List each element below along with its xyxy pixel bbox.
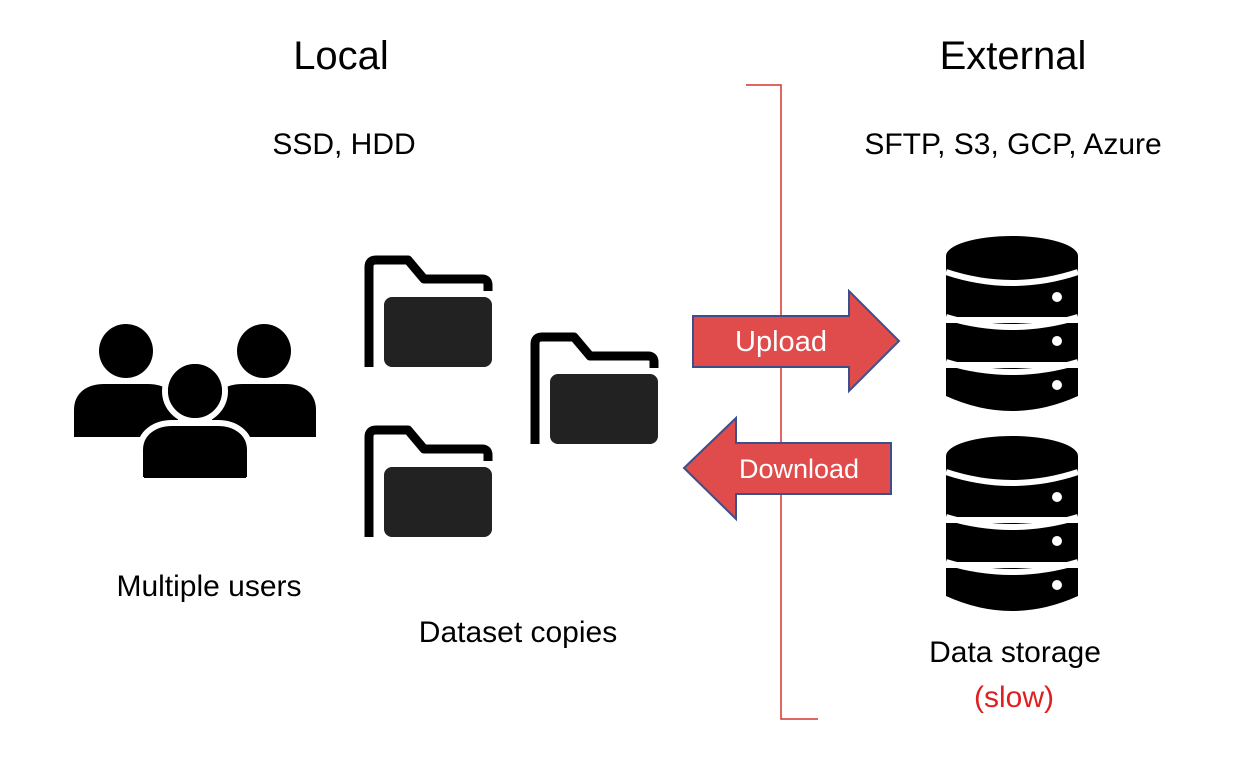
external-title: External xyxy=(939,34,1087,78)
upload-arrow: Upload xyxy=(692,288,901,394)
storage-note: (slow) xyxy=(974,681,1054,714)
download-arrow: Download xyxy=(682,415,892,522)
folder-icon xyxy=(530,332,659,444)
upload-label: Upload xyxy=(735,326,827,358)
database-icon xyxy=(945,436,1079,611)
storage-label: Data storage xyxy=(929,636,1101,669)
users-group-icon xyxy=(74,324,316,483)
users-label: Multiple users xyxy=(116,570,302,603)
download-label: Download xyxy=(739,454,859,484)
section-divider xyxy=(746,84,818,720)
local-title: Local xyxy=(293,34,389,78)
folder-icon xyxy=(364,255,493,367)
datasets-label: Dataset copies xyxy=(418,616,618,649)
database-icon xyxy=(945,236,1079,411)
external-subtitle: SFTP, S3, GCP, Azure xyxy=(864,128,1162,161)
local-subtitle: SSD, HDD xyxy=(272,128,416,161)
folder-icon xyxy=(364,425,493,537)
